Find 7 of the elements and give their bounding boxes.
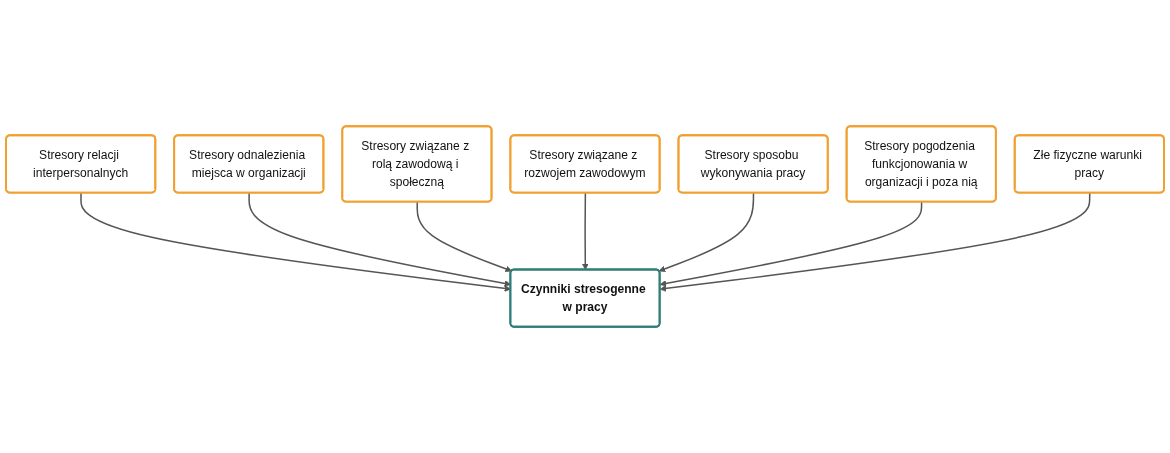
- arrow: [582, 192, 589, 271]
- arrow: [659, 192, 1091, 292]
- arrow: [80, 192, 512, 292]
- arrow: [659, 201, 923, 287]
- arrow: [416, 201, 513, 273]
- arrow: [658, 192, 755, 273]
- arrow: [248, 192, 512, 287]
